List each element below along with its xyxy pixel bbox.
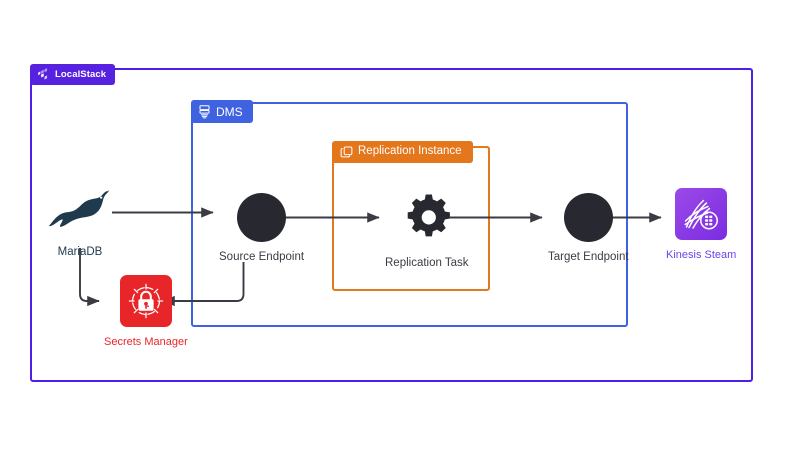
mariadb-seal-logo-icon xyxy=(48,188,112,237)
duplicate-copy-icon xyxy=(340,145,353,159)
group-badge-localstack-label: LocalStack xyxy=(55,68,107,80)
node-kinesis-stream-label: Kinesis Steam xyxy=(666,249,737,261)
node-secrets-manager[interactable]: Secrets Manager xyxy=(104,275,188,348)
padlock-crosshair-icon xyxy=(119,275,172,327)
node-source-endpoint[interactable]: Source Endpoint xyxy=(219,193,304,263)
endpoint-circle-icon xyxy=(563,193,613,242)
group-badge-dms[interactable]: DMS xyxy=(191,100,253,123)
node-mariadb-label: MariaDB xyxy=(57,246,103,258)
group-box-dms xyxy=(191,102,628,327)
node-target-endpoint[interactable]: Target Endpoint xyxy=(548,193,629,263)
group-badge-replication-instance[interactable]: Replication Instance xyxy=(332,141,473,163)
node-replication-task-label: Replication Task xyxy=(385,257,469,269)
node-source-endpoint-label: Source Endpoint xyxy=(219,251,305,263)
gear-cog-icon xyxy=(401,193,453,248)
localstack-logo-icon xyxy=(37,68,50,81)
kinesis-stream-icon xyxy=(675,188,728,240)
group-badge-localstack[interactable]: LocalStack xyxy=(30,64,116,85)
group-box-localstack xyxy=(30,68,753,382)
node-target-endpoint-label: Target Endpoint xyxy=(548,251,629,263)
node-kinesis-stream[interactable]: Kinesis Steam xyxy=(666,188,736,261)
database-migration-service-icon xyxy=(198,104,211,119)
node-replication-task[interactable]: Replication Task xyxy=(385,193,469,269)
endpoint-circle-icon xyxy=(237,193,287,242)
node-mariadb[interactable]: MariaDB xyxy=(48,188,112,258)
group-badge-replication-instance-label: Replication Instance xyxy=(358,145,462,158)
group-badge-dms-label: DMS xyxy=(216,104,243,119)
node-secrets-manager-label: Secrets Manager xyxy=(104,336,188,348)
